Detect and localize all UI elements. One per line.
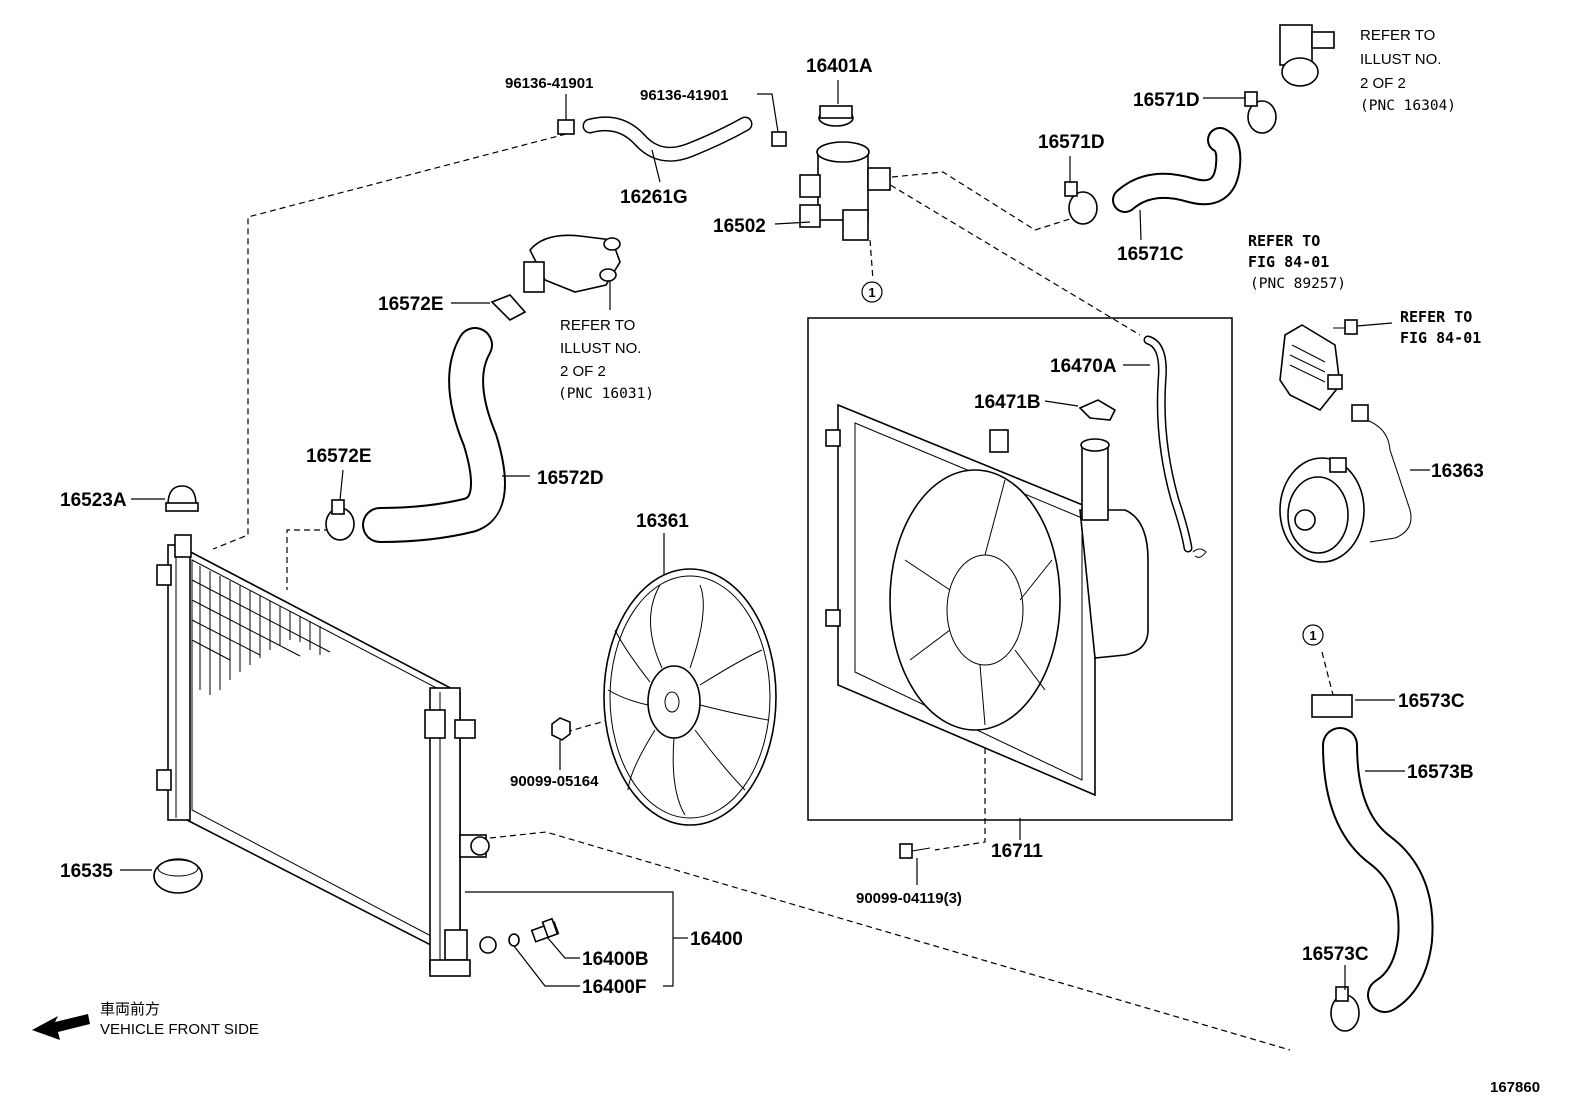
- ref-note-pnc-89257: REFER TO FIG 84-01 (PNC 89257): [1248, 232, 1346, 292]
- label-16400B: 16400B: [582, 949, 649, 970]
- clamp-16572E-upper: [490, 294, 527, 321]
- screw-90099-04119: [899, 843, 931, 859]
- label-16573C-upper: 16573C: [1398, 691, 1465, 712]
- label-16535: 16535: [60, 861, 113, 882]
- clamp-96136-left: [557, 119, 575, 135]
- cap-16401A: [818, 105, 854, 127]
- label-16400: 16400: [690, 929, 743, 950]
- clamp-16573C-lower: [1330, 986, 1360, 1032]
- svg-text:REFER TO: REFER TO: [560, 317, 635, 334]
- svg-text:ILLUST NO.: ILLUST NO.: [560, 340, 641, 357]
- svg-text:1: 1: [868, 285, 875, 300]
- clamp-16571D-lower: [1064, 181, 1098, 225]
- radiator-core-fins: [191, 566, 331, 695]
- label-16571D-lower: 16571D: [1038, 132, 1105, 153]
- svg-text:2 OF 2: 2 OF 2: [1360, 75, 1406, 92]
- label-16572E-upper: 16572E: [378, 294, 444, 315]
- label-96136-41901-right: 96136-41901: [640, 87, 728, 104]
- label-16471B: 16471B: [974, 392, 1041, 413]
- svg-text:REFER TO: REFER TO: [1248, 232, 1320, 250]
- label-16502: 16502: [713, 216, 766, 237]
- water-outlet-16031: [523, 234, 621, 310]
- svg-text:車両前方: 車両前方: [100, 1001, 160, 1018]
- part-number-labels: 96136-41901 96136-41901 16401A 16571D 16…: [60, 56, 1484, 998]
- thermostat-housing: [1279, 24, 1335, 87]
- label-16572D: 16572D: [537, 468, 604, 489]
- label-16571D-upper: 16571D: [1133, 90, 1200, 111]
- label-16572E-lower: 16572E: [306, 446, 372, 467]
- svg-text:FIG 84-01: FIG 84-01: [1400, 329, 1481, 347]
- label-16363: 16363: [1431, 461, 1484, 482]
- illustration-id: 167860: [1490, 1079, 1540, 1096]
- label-16361: 16361: [636, 511, 689, 532]
- ref-note-fig-84-01: REFER TO FIG 84-01: [1400, 308, 1481, 347]
- bolt-fig-84-01: [1333, 319, 1358, 335]
- label-16573B: 16573B: [1407, 762, 1474, 783]
- label-90099-05164: 90099-05164: [510, 773, 599, 790]
- label-16571C: 16571C: [1117, 244, 1184, 265]
- fan-motor-16363: [1279, 404, 1412, 563]
- grommet-16535: [153, 858, 203, 894]
- svg-text:(PNC 16304): (PNC 16304): [1360, 98, 1456, 114]
- circle-marker-1b: 1: [1302, 624, 1324, 646]
- svg-text:REFER TO: REFER TO: [1400, 308, 1472, 326]
- circle-marker-1a: 1: [861, 281, 883, 303]
- o-ring-16400F: [508, 933, 520, 947]
- clamp-96136-right: [771, 131, 787, 147]
- leader-lines: [120, 80, 1430, 990]
- housing-16502: [799, 141, 891, 241]
- label-16261G: 16261G: [620, 187, 688, 208]
- label-16401A: 16401A: [806, 56, 873, 77]
- label-96136-41901-left: 96136-41901: [505, 75, 593, 92]
- nut-90099-05164: [551, 717, 571, 741]
- label-16573C-lower: 16573C: [1302, 944, 1369, 965]
- svg-text:(PNC 16031): (PNC 16031): [558, 386, 654, 402]
- vehicle-front-indicator: 車両前方 VEHICLE FRONT SIDE: [32, 1001, 259, 1040]
- drain-plug-16400B: [530, 917, 560, 943]
- relay-bracket: [1279, 324, 1343, 412]
- label-16400F: 16400F: [582, 977, 646, 998]
- svg-text:(PNC 89257): (PNC 89257): [1250, 276, 1346, 292]
- fan-16361: [603, 568, 777, 826]
- clamp-16573C-upper: [1311, 694, 1353, 718]
- label-16711: 16711: [991, 841, 1043, 862]
- svg-text:1: 1: [1309, 628, 1316, 643]
- label-16470A: 16470A: [1050, 356, 1117, 377]
- ref-note-pnc-16031: REFER TO ILLUST NO. 2 OF 2 (PNC 16031): [558, 317, 654, 402]
- ref-note-pnc-16304: REFER TO ILLUST NO. 2 OF 2 (PNC 16304): [1360, 27, 1456, 114]
- label-16523A: 16523A: [60, 490, 127, 511]
- shroud-16711: [825, 403, 1149, 797]
- label-90099-04119: 90099-04119(3): [856, 890, 962, 907]
- svg-text:2 OF 2: 2 OF 2: [560, 363, 606, 380]
- clamp-16572E-lower: [325, 499, 355, 541]
- svg-text:REFER TO: REFER TO: [1360, 27, 1435, 44]
- cap-16471B: [1078, 399, 1117, 421]
- svg-text:FIG 84-01: FIG 84-01: [1248, 253, 1329, 271]
- radiator-cap-16523A: [165, 485, 199, 512]
- radiator-assembly: [156, 534, 497, 977]
- svg-text:VEHICLE FRONT SIDE: VEHICLE FRONT SIDE: [100, 1021, 259, 1038]
- clamp-16571D-upper: [1244, 91, 1277, 134]
- svg-text:ILLUST NO.: ILLUST NO.: [1360, 51, 1441, 68]
- front-arrow-icon: [32, 1014, 90, 1040]
